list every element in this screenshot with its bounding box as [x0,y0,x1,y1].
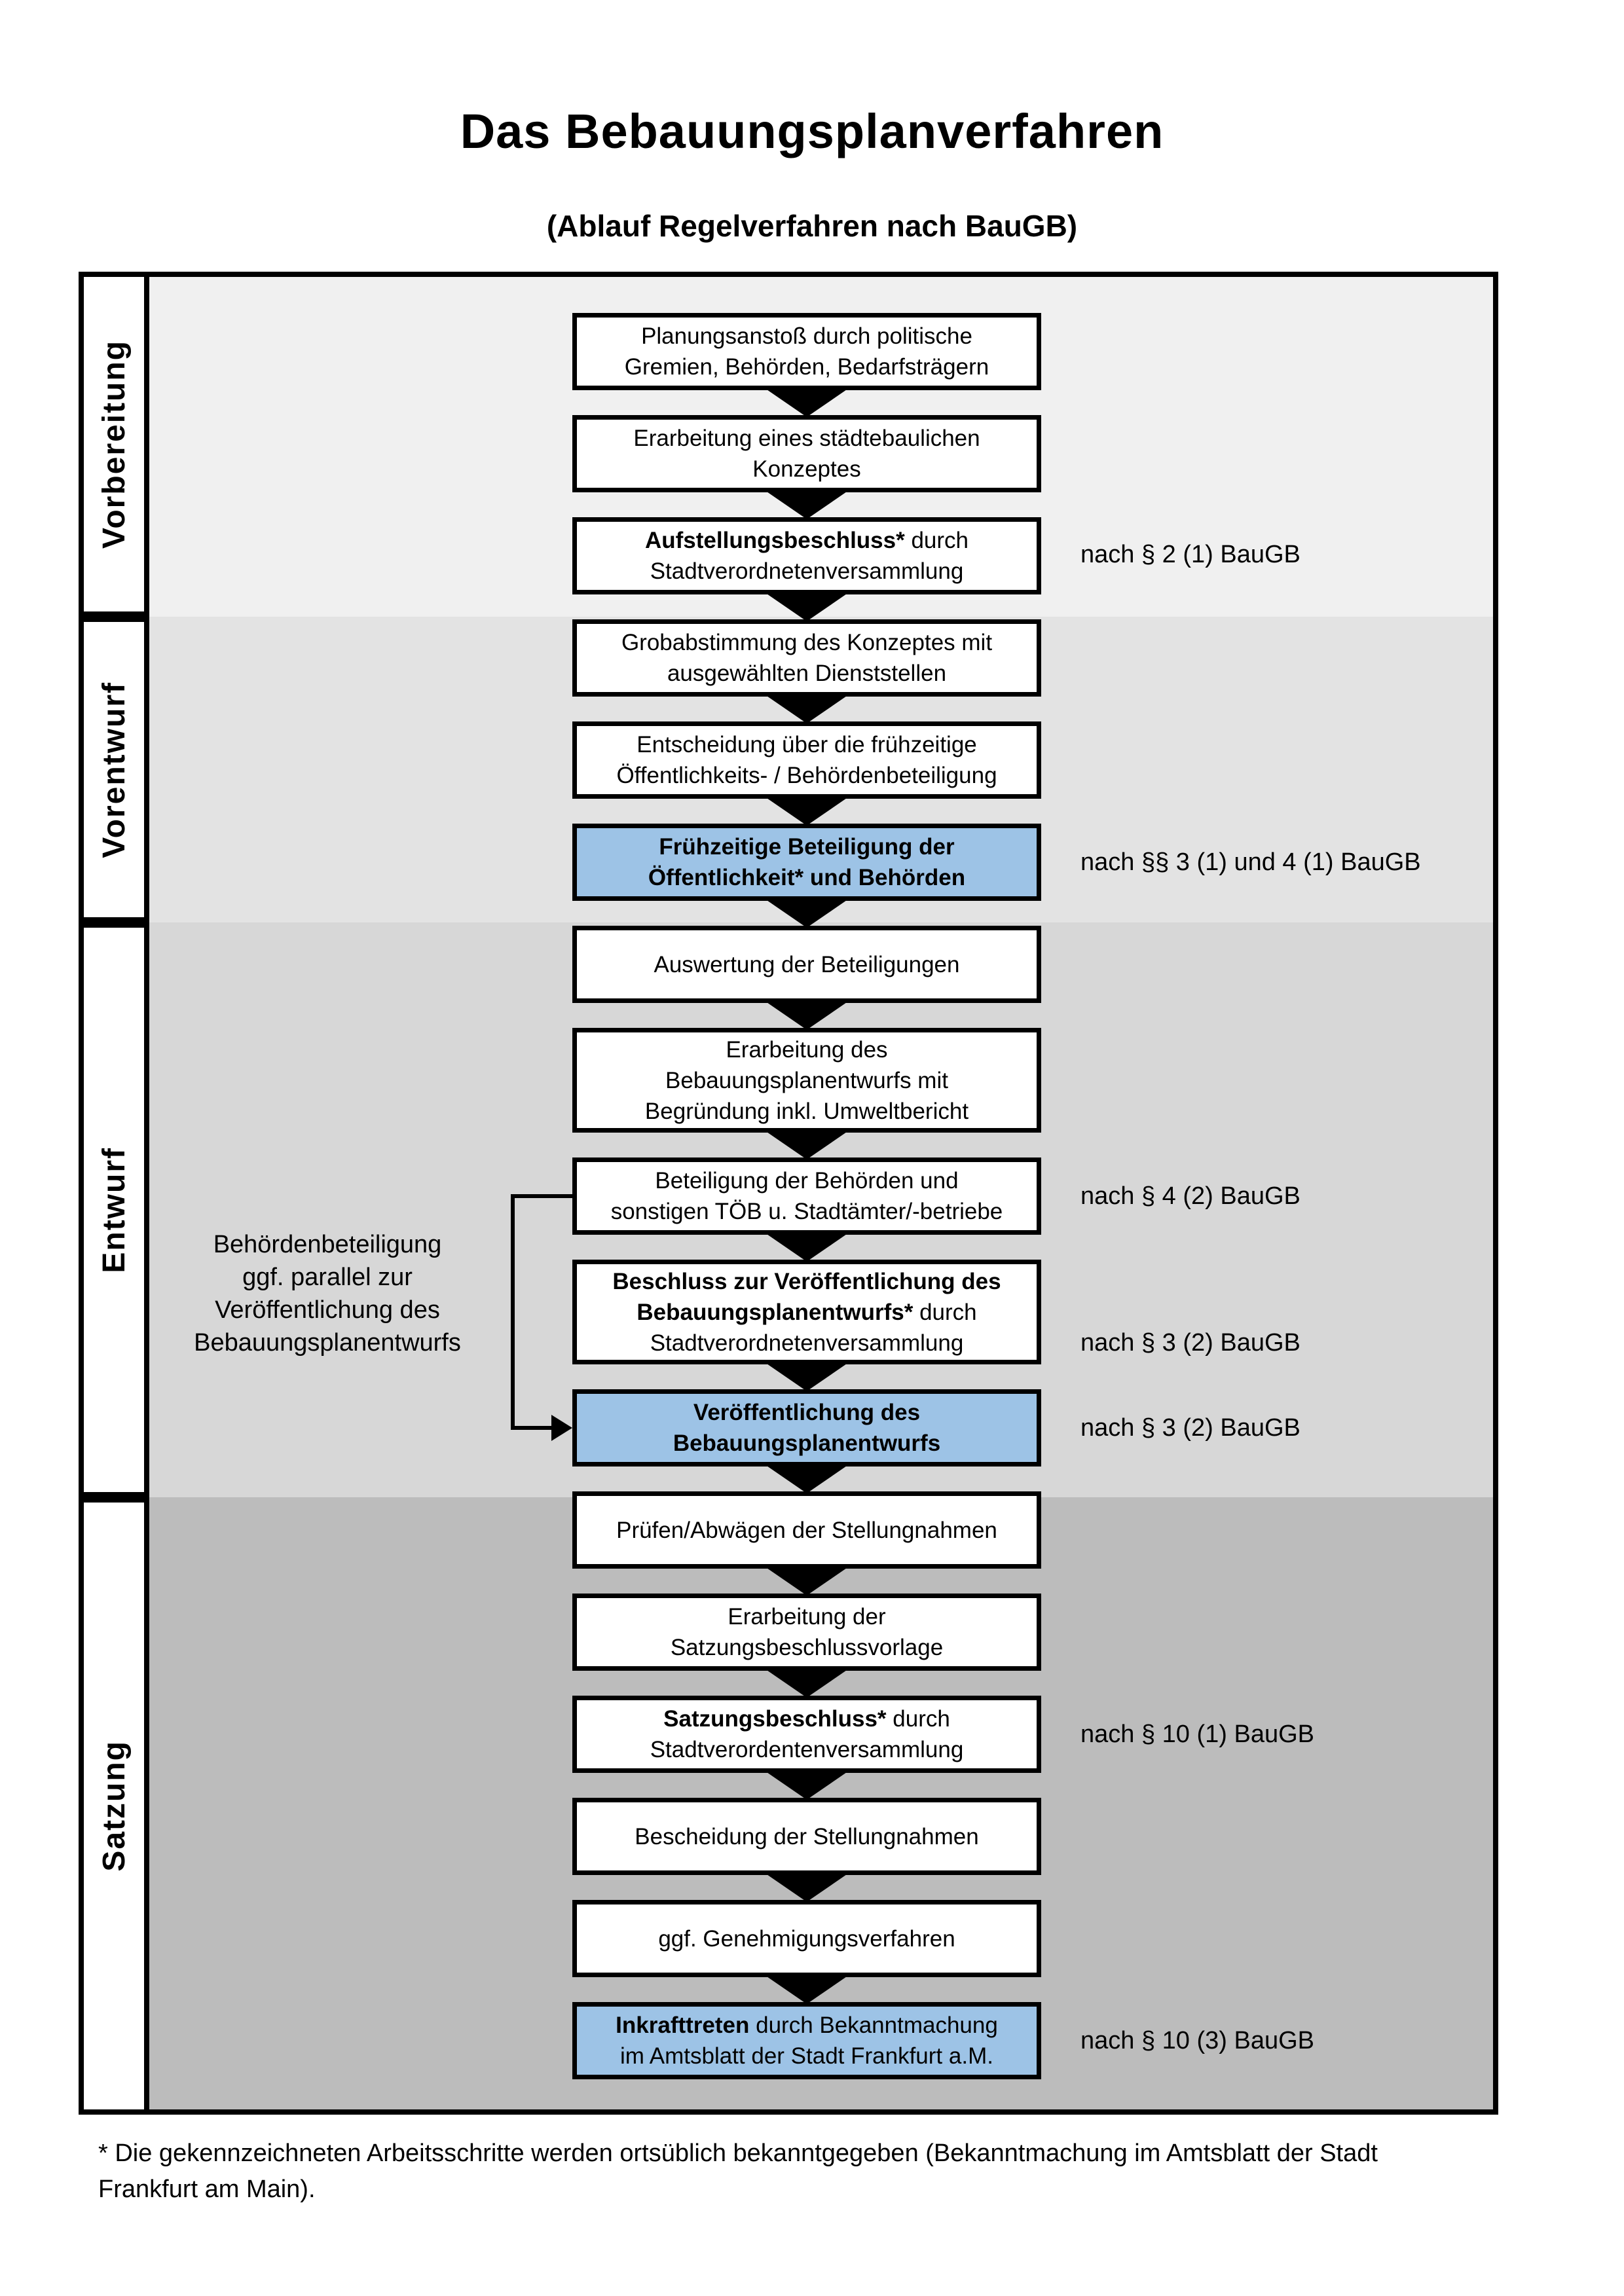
connector-line-vertical [511,1194,515,1430]
flow-arrow-down-icon [765,1131,849,1159]
flow-box-text-line: ggf. Genehmigungsverfahren [658,1925,955,1952]
page-title: Das Bebauungsplanverfahren [460,104,1164,158]
legal-note-veroeffentlichungs-beschluss: nach § 3 (2) BauGB [1080,1329,1301,1357]
flow-arrow-down-icon [765,1362,849,1391]
flow-box-grobabstimmung: Grobabstimmung des Konzeptes mit ausgewäh… [572,619,1041,697]
flow-box-behoerden-beteiligung: Beteiligung der Behörden und sonstigen TÖ… [572,1157,1041,1235]
legal-note-inkrafttreten: nach § 10 (3) BauGB [1080,2027,1314,2054]
phase-label-satzung: Satzung [79,1497,149,2115]
flow-box-bescheidung: Bescheidung der Stellungnahmen [572,1798,1041,1875]
flow-arrow-down-icon [765,1233,849,1262]
connector-line-bottom [511,1426,554,1430]
flow-box-text-line: Stadtverordnetenversammlung [650,1330,964,1356]
flow-arrow-down-icon [765,1465,849,1493]
flow-box-text-line: Öffentlichkeit* und Behörden [648,865,966,890]
flow-box-text-line: Entscheidung über die frühzeitige [637,732,977,757]
side-note-line: ggf. parallel zur [242,1264,413,1291]
footnote: * Die gekennzeichneten Arbeitsschritte w… [98,2136,1552,2208]
flow-box-genehmigungsverfahren: ggf. Genehmigungsverfahren [572,1900,1041,1977]
flow-box-text-line: Erarbeitung eines städtebaulichen [633,426,980,451]
phase-label-vorentwurf: Vorentwurf [79,617,149,922]
flow-box-text-line: Bebauungsplanentwurfs mit [665,1067,948,1093]
flow-box-text-line: Prüfen/Abwägen der Stellungnahmen [616,1517,997,1543]
flow-box-text-line: im Amtsblatt der Stadt Frankfurt a.M. [620,2043,993,2069]
side-note-line: Veröffentlichung des [215,1296,440,1324]
legal-note-veroeffentlichung: nach § 3 (2) BauGB [1080,1414,1301,1442]
page-subtitle: (Ablauf Regelverfahren nach BauGB) [546,209,1078,243]
flow-box-text-line: Grobabstimmung des Konzeptes mit [621,630,993,655]
flow-box-text-line: Bebauungsplanentwurfs [673,1430,941,1456]
flow-arrow-down-icon [765,1001,849,1030]
flow-arrow-down-icon [765,490,849,519]
flow-arrow-down-icon [765,388,849,417]
flow-box-text-line: Frühzeitige Beteiligung der [659,834,955,860]
flow-arrow-down-icon [765,695,849,723]
flow-box-pruefen-abwaegen: Prüfen/Abwägen der Stellungnahmen [572,1491,1041,1569]
flow-box-text-line: Bescheidung der Stellungnahmen [635,1823,979,1850]
flow-box-text-line: Erarbeitung der [728,1604,886,1630]
phase-label-text: Vorentwurf [96,681,132,858]
flow-arrow-down-icon [765,899,849,928]
flow-arrow-down-icon [765,1669,849,1698]
flow-box-text-line: Begründung inkl. Umweltbericht [644,1098,969,1124]
legal-note-satzungsbeschluss: nach § 10 (1) BauGB [1080,1721,1314,1748]
flow-arrow-down-icon [765,1567,849,1595]
flow-box-text-line: Stadtverordentenversammlung [650,1737,964,1762]
flow-box-auswertung-beteiligungen: Auswertung der Beteiligungen [572,926,1041,1003]
flow-box-text-line: Auswertung der Beteiligungen [654,951,960,977]
flow-arrow-down-icon [765,1771,849,1800]
side-note-behoerdenbeteiligung: Behördenbeteiligung ggf. parallel zur Ve… [151,1228,504,1359]
phase-label-text: Entwurf [96,1146,132,1273]
flow-box-text-line: Beschluss zur Veröffentlichung des [612,1268,1001,1294]
footnote-line-2: Frankfurt am Main). [98,2176,316,2203]
flow-box-text-line: ausgewählten Dienststellen [667,661,947,686]
flow-arrow-down-icon [765,1975,849,2004]
flow-box-text-line: Satzungsbeschluss* durch [663,1706,950,1732]
flow-box-text-line: Aufstellungsbeschluss* durch [644,528,969,553]
flow-box-text-line: Öffentlichkeits- / Behördenbeteiligung [616,763,997,788]
phase-label-vorbereitung: Vorbereitung [79,272,149,617]
side-note-line: Bebauungsplanentwurfs [194,1329,461,1357]
flow-box-text-line: Gremien, Behörden, Bedarfsträgern [624,354,989,380]
flow-box-text-line: Konzeptes [752,456,861,482]
legal-note-fruehzeitige-beteiligung: nach §§ 3 (1) und 4 (1) BauGB [1080,848,1421,876]
flow-box-text-line: Planungsanstoß durch politische [641,323,972,349]
phase-label-text: Satzung [96,1740,132,1872]
phase-label-entwurf: Entwurf [79,922,149,1497]
connector-arrowhead-icon [551,1415,572,1441]
legal-note-aufstellungsbeschluss: nach § 2 (1) BauGB [1080,541,1301,568]
connector-line-top [511,1194,572,1198]
flow-box-text-line: Inkrafttreten durch Bekanntmachung [616,2013,998,2038]
footnote-line-1: * Die gekennzeichneten Arbeitsschritte w… [98,2140,1378,2167]
flow-box-text-line: Bebauungsplanentwurfs* durch [637,1299,977,1325]
side-note-line: Behördenbeteiligung [213,1231,442,1258]
flow-box-text-line: Stadtverordnetenversammlung [650,558,964,584]
phase-label-text: Vorbereitung [96,339,132,549]
legal-note-behoerden-beteiligung: nach § 4 (2) BauGB [1080,1182,1301,1210]
flow-arrow-down-icon [765,1873,849,1902]
flow-arrow-down-icon [765,592,849,621]
flow-box-inkrafttreten: Inkrafttreten durch Bekanntmachung im Amt… [572,2002,1041,2079]
flow-box-text-line: Erarbeitung des [726,1036,888,1063]
flow-box-text-line: Beteiligung der Behörden und [655,1168,959,1194]
flow-box-text-line: Satzungsbeschlussvorlage [670,1635,944,1660]
flow-box-text-line: Veröffentlichung des [693,1400,921,1425]
flow-arrow-down-icon [765,797,849,826]
flow-box-text-line: sonstigen TÖB u. Stadtämter/-betriebe [610,1199,1003,1224]
